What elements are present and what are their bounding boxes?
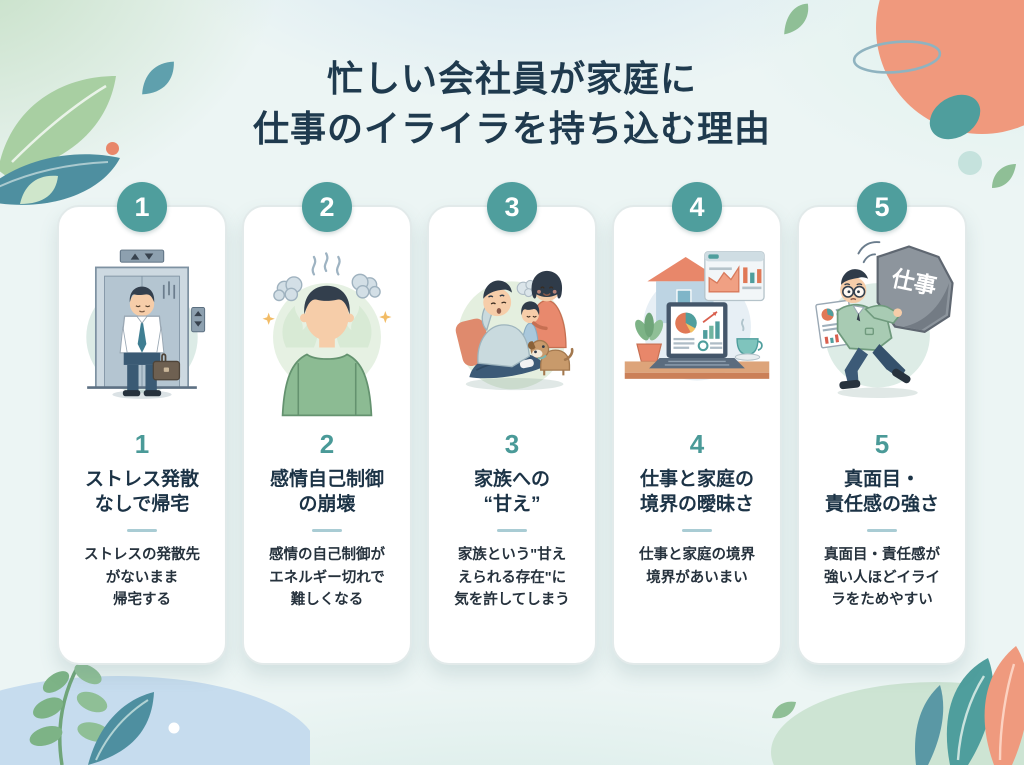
reason-card-1: 1 (57, 182, 227, 665)
card-number: 3 (504, 429, 520, 459)
reason-card-4: 4 4 仕事と家庭の 境界の曖昧さ 仕事と家庭の境界 境界があいまい (612, 182, 782, 665)
card-title: 家族への “甘え” (473, 469, 550, 516)
divider (682, 529, 712, 533)
card-description: 家族という"甘え えられる存在"に 気を許してしまう (454, 547, 570, 609)
bottom-right-shapes-icon (771, 646, 1024, 765)
card-description: 真面目・責任感が 強い人ほどイライ ラをためやすい (824, 547, 940, 609)
number-badge: 5 (857, 182, 907, 232)
number-badge: 2 (302, 182, 352, 232)
coral-dot-icon (106, 142, 119, 155)
reason-card-5: 仕事 (797, 182, 967, 665)
tired-dad-family-dog-icon (438, 217, 586, 423)
number-badge: 4 (672, 182, 722, 232)
reason-card-2: 2 (242, 182, 412, 665)
small-pale-leaf-icon (20, 175, 58, 204)
card-title: 感情自己制御 の崩壊 (269, 469, 384, 516)
card-title: 仕事と家庭の 境界の曖昧さ (639, 469, 754, 516)
reason-cards: 1 (57, 182, 967, 665)
card-number: 4 (689, 429, 705, 459)
number-badge: 1 (117, 182, 167, 232)
divider (127, 529, 157, 533)
card-number: 2 (319, 429, 335, 459)
card-title: ストレス発散 なしで帰宅 (84, 469, 199, 516)
card-description: 感情の自己制御が エネルギー切れで 難しくなる (269, 547, 385, 609)
divider (497, 529, 527, 533)
steaming-head-man-icon (253, 217, 401, 423)
tired-man-elevator-icon (68, 217, 216, 423)
title-teal-leaf-icon (142, 61, 174, 95)
reason-card-3: 3 (427, 182, 597, 665)
card-number: 1 (134, 429, 150, 459)
laptop-charts-home-desk-icon (623, 217, 771, 423)
card-description: ストレスの発散先 がないまま 帰宅する (84, 547, 200, 609)
man-carrying-work-rock-icon: 仕事 (808, 217, 956, 423)
divider (312, 529, 342, 533)
top-right-shapes-icon (784, 0, 1024, 188)
divider (867, 529, 897, 533)
number-badge: 3 (487, 182, 537, 232)
page-title: 忙しい会社員が家庭に 仕事のイライラを持ち込む理由 (252, 58, 771, 150)
card-number: 5 (874, 429, 890, 459)
card-description: 仕事と家庭の境界 境界があいまい (639, 547, 755, 586)
card-title: 真面目・ 責任感の強さ (824, 469, 939, 516)
bottom-left-shapes-icon (0, 663, 310, 765)
